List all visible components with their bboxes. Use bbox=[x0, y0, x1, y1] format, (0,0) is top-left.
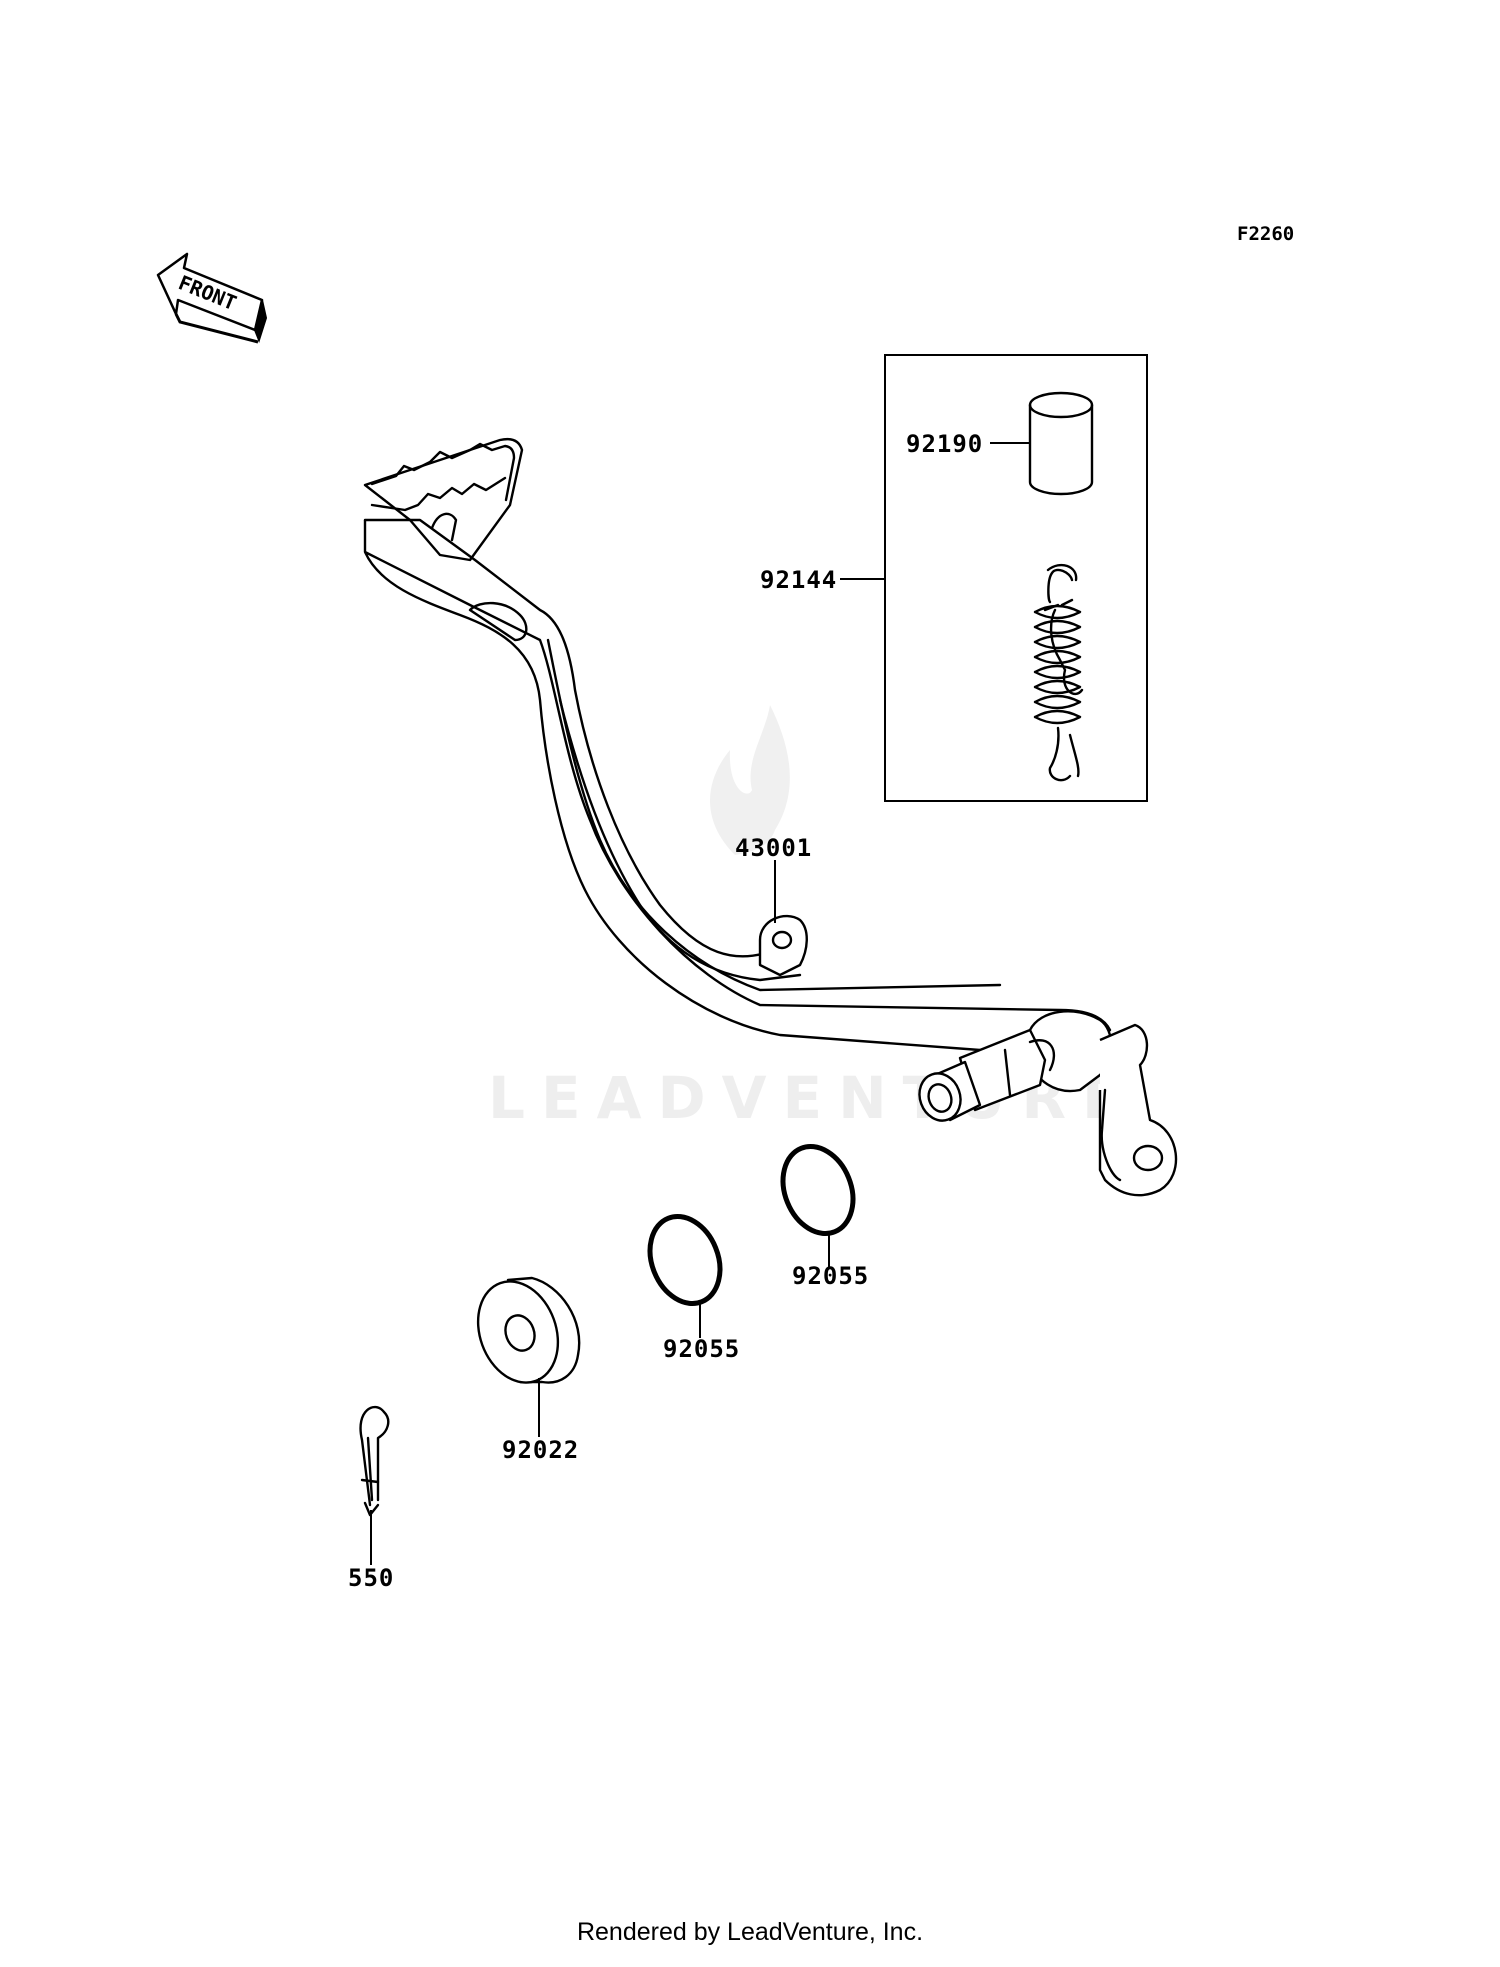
oring-lower-part bbox=[647, 1213, 723, 1307]
callout-550: 550 bbox=[348, 1564, 394, 1592]
render-credit: Rendered by LeadVenture, Inc. bbox=[576, 1918, 924, 1946]
callout-92144: 92144 bbox=[760, 566, 837, 594]
brake-pedal-part bbox=[363, 437, 1178, 1197]
spring-kit-box bbox=[884, 354, 1148, 802]
figure-code: F2260 bbox=[1237, 223, 1294, 245]
leader-lines bbox=[370, 442, 1030, 1565]
spring-sleeve-part bbox=[1028, 391, 1094, 496]
callout-92022: 92022 bbox=[502, 1436, 579, 1464]
oring-upper-part bbox=[780, 1143, 856, 1237]
callout-92055-upper: 92055 bbox=[792, 1262, 869, 1290]
return-spring-part bbox=[1033, 563, 1084, 782]
callout-43001: 43001 bbox=[735, 834, 812, 862]
washer-part bbox=[476, 1276, 581, 1384]
cotter-pin-part bbox=[359, 1406, 390, 1517]
front-arrow-icon: FRONT bbox=[156, 252, 268, 344]
callout-92190: 92190 bbox=[906, 430, 983, 458]
callout-92055-lower: 92055 bbox=[663, 1335, 740, 1363]
